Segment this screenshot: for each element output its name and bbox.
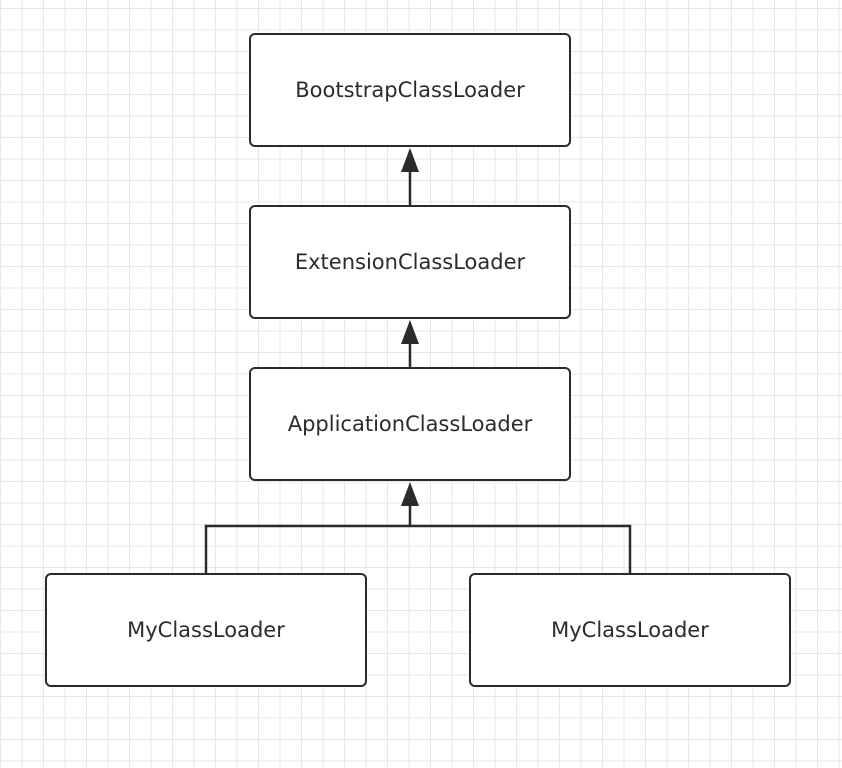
edge-my-right-to-application <box>410 524 632 573</box>
node-my-class-loader-right[interactable]: MyClassLoader <box>469 573 791 687</box>
arrowhead-to-extension <box>401 320 419 344</box>
node-label: ApplicationClassLoader <box>287 412 533 436</box>
edge-my-left-to-application <box>204 524 410 573</box>
node-label: BootstrapClassLoader <box>295 78 525 102</box>
arrowhead-to-application <box>401 482 419 506</box>
arrowhead-to-bootstrap <box>401 148 419 172</box>
node-bootstrap-class-loader[interactable]: BootstrapClassLoader <box>249 33 571 147</box>
node-application-class-loader[interactable]: ApplicationClassLoader <box>249 367 571 481</box>
node-label: MyClassLoader <box>127 618 285 642</box>
node-extension-class-loader[interactable]: ExtensionClassLoader <box>249 205 571 319</box>
node-label: ExtensionClassLoader <box>294 250 526 274</box>
node-my-class-loader-left[interactable]: MyClassLoader <box>45 573 367 687</box>
node-label: MyClassLoader <box>551 618 709 642</box>
